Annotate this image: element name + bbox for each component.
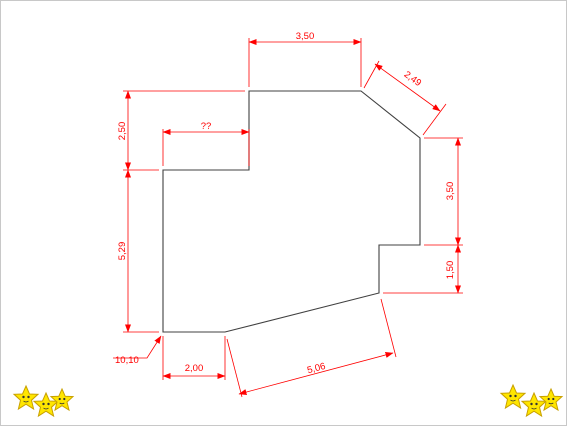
dim-line-chamfer bbox=[374, 63, 441, 112]
dim-left-upper-height: 2,50 bbox=[117, 122, 128, 141]
star-cluster-icon bbox=[499, 383, 564, 418]
shape-outline bbox=[162, 90, 421, 333]
dimension-lines bbox=[113, 39, 461, 395]
star-icon bbox=[32, 391, 60, 418]
dim-top-width: 3,50 bbox=[296, 31, 315, 42]
dim-line-bottom-slope bbox=[238, 352, 394, 395]
dim-right-upper-height: 3,50 bbox=[445, 182, 456, 201]
dim-left-lower-height: 5,29 bbox=[117, 242, 128, 261]
dim-unknown-width: ?? bbox=[201, 121, 212, 132]
star-icon bbox=[12, 384, 40, 411]
star-icon bbox=[538, 387, 564, 412]
extension-lines bbox=[123, 38, 463, 398]
origin-coordinate-label: 10,10 bbox=[115, 355, 139, 366]
origin-leader bbox=[113, 335, 162, 359]
dim-right-lower-height: 1,50 bbox=[445, 261, 456, 280]
dim-bottom-slope-length: 5,06 bbox=[306, 361, 327, 376]
star-icon bbox=[499, 383, 527, 410]
dim-bottom-left-width: 2,00 bbox=[185, 363, 204, 374]
star-icon bbox=[49, 387, 75, 412]
star-icon bbox=[520, 391, 548, 418]
star-cluster-icon bbox=[12, 384, 75, 418]
